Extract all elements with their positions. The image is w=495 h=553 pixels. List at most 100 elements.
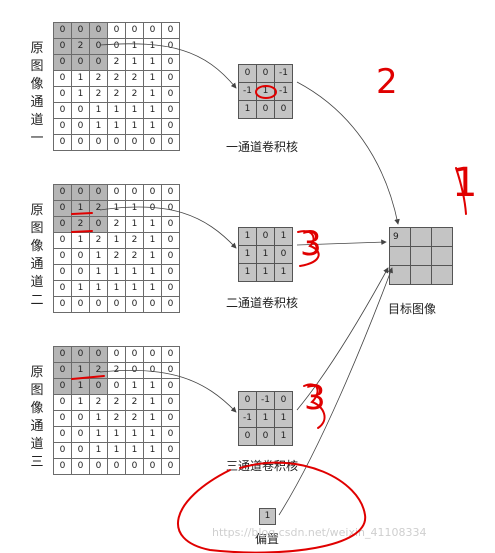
red-underline-input2-a: [71, 212, 93, 215]
red-bracket-kernel2: [297, 230, 320, 267]
kernel-channel-3-cell: -1: [238, 409, 257, 428]
red-circle-bias: [177, 461, 367, 553]
annotation-side-note: 1: [452, 160, 478, 206]
kernel-channel-3-cell: 1: [274, 427, 293, 446]
kernel-channel-1-cell: 0: [274, 100, 293, 119]
kernel-channel-3-cell: 0: [238, 427, 257, 446]
output-row: [389, 246, 453, 266]
input-channel-2-cell: 2: [89, 200, 108, 217]
input-channel-1-cell: 0: [53, 134, 72, 151]
arrow-kernel2-to-output: [296, 239, 387, 246]
annotation-kernel2-note: 3: [300, 224, 322, 264]
input-channel-2-cell: 2: [71, 216, 90, 233]
kernel-channel-1-cell: 1: [238, 100, 257, 119]
input-label-channel-1: 原图像 通道一: [30, 41, 44, 146]
output-grid: 9: [389, 227, 453, 285]
arrow-input2-to-kernel2: [99, 206, 237, 249]
red-underline-input3-a: [71, 375, 105, 380]
output-cell: 9: [389, 227, 411, 247]
arrow-kernel3-to-output: [296, 267, 389, 411]
red-stroke-side: [455, 167, 467, 215]
kernel-channel-3-cell: 1: [256, 409, 275, 428]
red-underline-input2-b: [71, 230, 93, 233]
bias-value: 1: [259, 508, 276, 525]
arrow-input1-to-kernel1: [99, 43, 237, 89]
input-channel-3-cell: 0: [161, 426, 180, 443]
annotation-kernel3-note: 3: [304, 378, 326, 418]
input-channel-3-cell: 0: [89, 458, 108, 475]
input-channel-2-cell: 0: [71, 184, 90, 201]
input-channel-2-cell: 0: [107, 296, 126, 313]
input-channel-3-cell: 0: [161, 410, 180, 427]
input-channel-3-cell: 0: [71, 346, 90, 363]
bias-caption: 偏置: [255, 532, 280, 546]
input-channel-3-cell: 1: [71, 362, 90, 379]
input-channel-3-cell: 0: [143, 458, 162, 475]
input-channel-1-cell: 0: [71, 54, 90, 71]
kernel-channel-3-cell: 1: [274, 409, 293, 428]
kernel-channel-3-cell: 0: [256, 427, 275, 446]
input-channel-2-cell: 0: [89, 216, 108, 233]
kernel-caption-channel-2: 二通道卷积核: [226, 296, 299, 310]
input-channel-3-cell: 0: [53, 378, 72, 395]
arrow-kernel1-to-output: [296, 81, 400, 225]
input-channel-2-cell: 0: [143, 296, 162, 313]
bias-cell: 1: [259, 508, 276, 525]
kernel-channel-2-cell: 1: [238, 227, 257, 246]
input-channel-2-cell: 0: [161, 248, 180, 265]
kernel-channel-1-cell: 0: [238, 64, 257, 83]
output-cell: [410, 265, 432, 285]
kernel-channel-2-cell: 1: [238, 245, 257, 264]
output-cell: [431, 246, 453, 266]
input-label-channel-2: 原图像 通道二: [30, 203, 44, 308]
arrow-bias-to-output: [278, 267, 393, 516]
input-channel-1-cell: 0: [161, 54, 180, 71]
red-bracket-kernel3: [303, 383, 326, 429]
kernel-channel-2-cell: 1: [274, 227, 293, 246]
watermark: https://blog.csdn.net/weixin_41108334: [212, 526, 427, 539]
red-circle-kernel1-center: [255, 85, 277, 99]
output-row: 9: [389, 227, 453, 247]
input-channel-2-cell: 0: [161, 296, 180, 313]
input-channel-1-cell: 0: [89, 22, 108, 39]
kernel-channel-2-cell: 0: [256, 227, 275, 246]
kernel-channel-3-cell: -1: [256, 391, 275, 410]
kernel-caption-channel-1: 一通道卷积核: [226, 140, 299, 154]
kernel-channel-2-cell: 1: [256, 263, 275, 282]
annotation-kernel1-note: 2: [376, 62, 398, 102]
kernel-channel-1-cell: -1: [274, 64, 293, 83]
output-row: [389, 265, 453, 285]
kernel-channel-1-cell: 0: [256, 64, 275, 83]
input-channel-2-cell: 0: [161, 232, 180, 249]
input-channel-2-cell: 0: [53, 184, 72, 201]
kernel-channel-1-cell: 0: [256, 100, 275, 119]
input-channel-3-cell: 0: [89, 346, 108, 363]
